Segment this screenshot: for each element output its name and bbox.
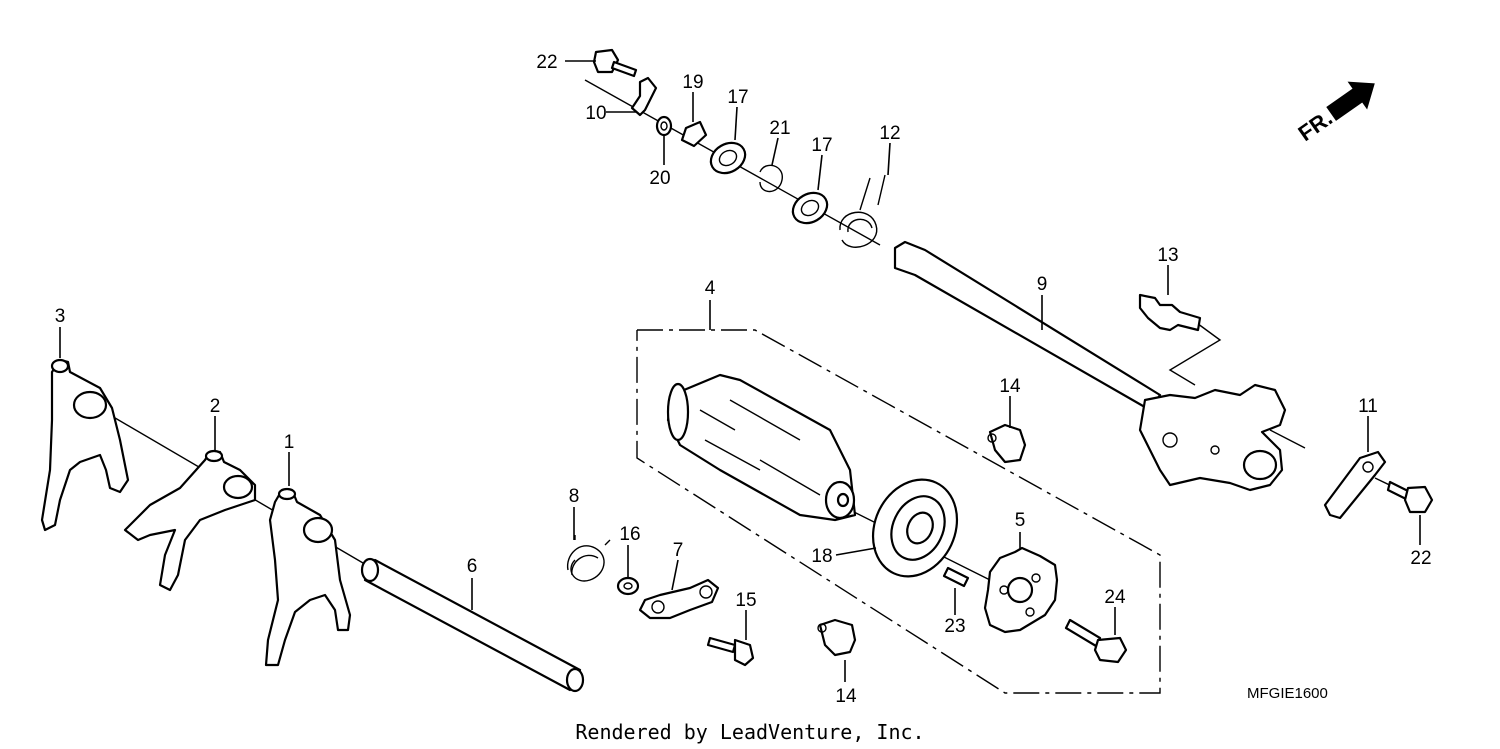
callout-19[interactable]: 19 [682, 72, 703, 93]
shift-arm-7[interactable] [638, 578, 720, 620]
callout-20[interactable]: 20 [649, 168, 670, 189]
washer-17-lower[interactable] [787, 187, 832, 229]
callout-1[interactable]: 1 [284, 432, 295, 453]
callout-18[interactable]: 18 [811, 546, 832, 567]
gearshift-spindle-9[interactable] [893, 240, 1287, 492]
fork-shaft-6[interactable] [360, 557, 585, 693]
bolt-22-right[interactable] [1386, 480, 1434, 514]
shift-drum-4[interactable] [666, 373, 857, 522]
callout-22-top[interactable]: 22 [536, 52, 557, 73]
callout-8[interactable]: 8 [569, 486, 580, 507]
callout-5[interactable]: 5 [1015, 510, 1026, 531]
bolt-14-lower[interactable] [817, 618, 857, 657]
bolt-24[interactable] [1064, 618, 1128, 664]
plate-10[interactable] [630, 76, 658, 117]
arrow-up-right-icon [1326, 81, 1375, 121]
callout-2[interactable]: 2 [210, 396, 221, 417]
pin-23[interactable] [942, 566, 970, 588]
callout-21[interactable]: 21 [769, 118, 790, 139]
bolt-22-top[interactable] [592, 48, 638, 78]
callout-7[interactable]: 7 [673, 540, 684, 561]
render-credit: Rendered by LeadVenture, Inc. [575, 720, 924, 744]
bolt-14-upper[interactable] [987, 423, 1027, 464]
callout-14-lower[interactable]: 14 [835, 686, 857, 707]
callout-15[interactable]: 15 [735, 590, 756, 611]
callout-4[interactable]: 4 [705, 278, 716, 299]
drum-center-5[interactable] [983, 546, 1059, 634]
spring-8[interactable] [566, 535, 611, 582]
roller-19[interactable] [680, 120, 708, 148]
collar-20[interactable] [655, 115, 673, 137]
callout-9[interactable]: 9 [1037, 274, 1048, 295]
shift-fork-1[interactable] [264, 487, 352, 667]
callout-16[interactable]: 16 [619, 524, 640, 545]
diagram-code: MFGIE1600 [1247, 685, 1328, 702]
bearing-18[interactable] [858, 466, 973, 590]
callout-17-lower[interactable]: 17 [811, 135, 832, 156]
clip-21[interactable] [759, 164, 783, 193]
callout-17-upper[interactable]: 17 [727, 87, 748, 108]
callout-labels: 3 2 1 4 5 6 7 8 9 10 11 12 13 14 14 15 1… [55, 52, 1432, 707]
plate-11[interactable] [1323, 450, 1387, 520]
callout-13[interactable]: 13 [1157, 245, 1178, 266]
stud-bolt-13[interactable] [1138, 293, 1202, 332]
leader-lines [59, 60, 1421, 682]
bolt-15[interactable] [706, 636, 755, 667]
assembly-outline [636, 329, 1161, 694]
callout-11[interactable]: 11 [1358, 396, 1378, 417]
callout-24[interactable]: 24 [1104, 587, 1126, 608]
front-direction-indicator: FR. [1294, 81, 1375, 146]
shift-fork-3[interactable] [40, 358, 130, 532]
washer-17-upper[interactable] [705, 137, 750, 179]
callout-6[interactable]: 6 [467, 556, 478, 577]
callout-22-right[interactable]: 22 [1410, 548, 1431, 569]
washer-16[interactable] [616, 576, 640, 596]
callout-10[interactable]: 10 [585, 103, 606, 124]
spring-12[interactable] [839, 174, 886, 248]
callout-12[interactable]: 12 [879, 123, 900, 144]
callout-23[interactable]: 23 [944, 616, 965, 637]
shift-fork-2[interactable] [123, 449, 257, 592]
callout-14-upper[interactable]: 14 [999, 376, 1021, 397]
callout-3[interactable]: 3 [55, 306, 66, 327]
